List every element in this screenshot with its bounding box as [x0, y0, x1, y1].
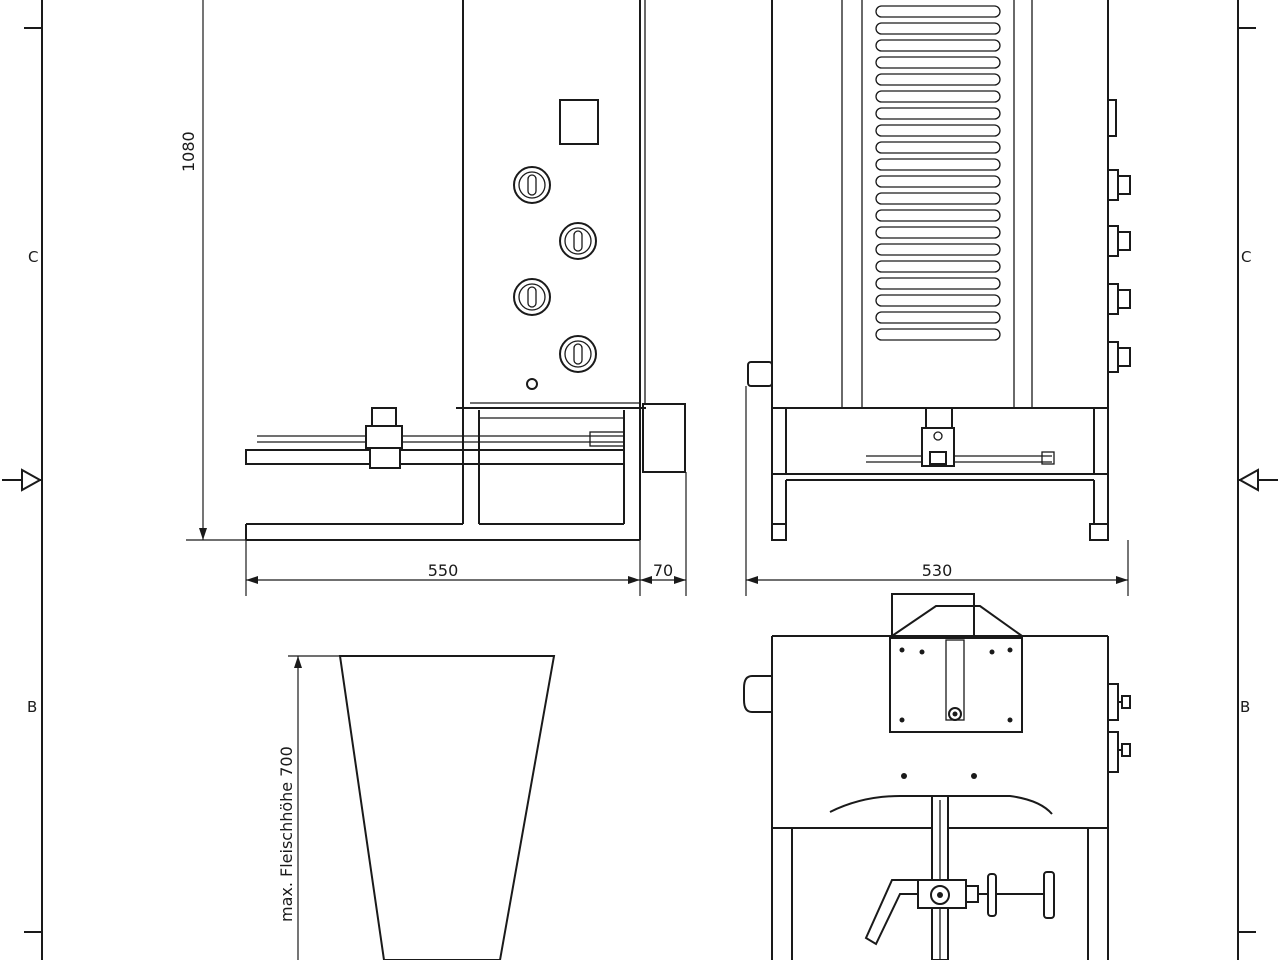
top-left-knob	[743, 675, 773, 713]
heating-coil	[875, 209, 1001, 222]
heating-coil	[875, 107, 1001, 120]
spit-holder	[921, 407, 955, 467]
dimension-depth	[245, 472, 687, 596]
heating-coil	[875, 90, 1001, 103]
motor-box	[642, 403, 686, 473]
plate-screws	[899, 647, 1013, 779]
heating-element	[875, 5, 1001, 341]
side-knob	[1107, 283, 1131, 315]
depth-value: 550	[428, 561, 459, 580]
meat-height-label: max. Fleischhöhe 700	[277, 746, 296, 922]
spindle-nut	[948, 707, 962, 721]
side-knob	[1107, 341, 1131, 373]
zone-label-left-c: C	[28, 248, 38, 266]
heating-coil	[875, 158, 1001, 171]
zone-label-right-b: B	[1240, 698, 1250, 716]
heating-coil	[875, 56, 1001, 69]
control-knob	[559, 222, 597, 260]
centering-mark-right	[1237, 468, 1259, 492]
top-view	[743, 593, 1131, 960]
heating-coil	[875, 260, 1001, 273]
spit-carriage	[365, 407, 403, 469]
front-view: 530	[745, 0, 1131, 596]
dimension-width	[745, 386, 1129, 596]
top-side-knob	[1107, 731, 1131, 773]
clamp-lever	[864, 879, 919, 946]
side-view: 1080 550 70	[179, 0, 687, 596]
heating-coil	[875, 226, 1001, 239]
heating-coil	[875, 22, 1001, 35]
heating-coil	[875, 277, 1001, 290]
heating-coil	[875, 328, 1001, 341]
side-knob	[1107, 169, 1131, 201]
side-knob	[1107, 225, 1131, 257]
heating-coil	[875, 311, 1001, 324]
heating-coil	[875, 5, 1001, 18]
heating-coil	[875, 175, 1001, 188]
heating-coil	[875, 243, 1001, 256]
height-value: 1080	[179, 131, 198, 172]
heating-coil	[875, 141, 1001, 154]
zone-label-right-c: C	[1241, 248, 1251, 266]
control-knob	[513, 166, 551, 204]
top-side-knob	[1107, 683, 1131, 721]
dimension-height	[186, 0, 246, 541]
spit-clamp	[917, 871, 1055, 919]
meat-cone	[338, 655, 556, 960]
meat-cone-view	[288, 655, 556, 960]
heating-coil	[875, 192, 1001, 205]
display-window	[559, 99, 599, 145]
zone-label-left-b: B	[27, 698, 37, 716]
heating-coil	[875, 73, 1001, 86]
heating-coil	[875, 39, 1001, 52]
drip-tray	[829, 795, 1053, 815]
centering-mark-left	[21, 468, 43, 492]
width-value: 530	[922, 561, 953, 580]
indicator-lamp	[526, 378, 538, 390]
motor-housing	[891, 593, 975, 637]
left-knob	[747, 361, 773, 387]
guide-rail	[245, 449, 625, 465]
depth-extra-value: 70	[653, 561, 673, 580]
drive-plate	[889, 637, 1023, 733]
heating-coil	[875, 294, 1001, 307]
control-knob	[559, 335, 597, 373]
heating-coil	[875, 124, 1001, 137]
control-knob	[513, 278, 551, 316]
